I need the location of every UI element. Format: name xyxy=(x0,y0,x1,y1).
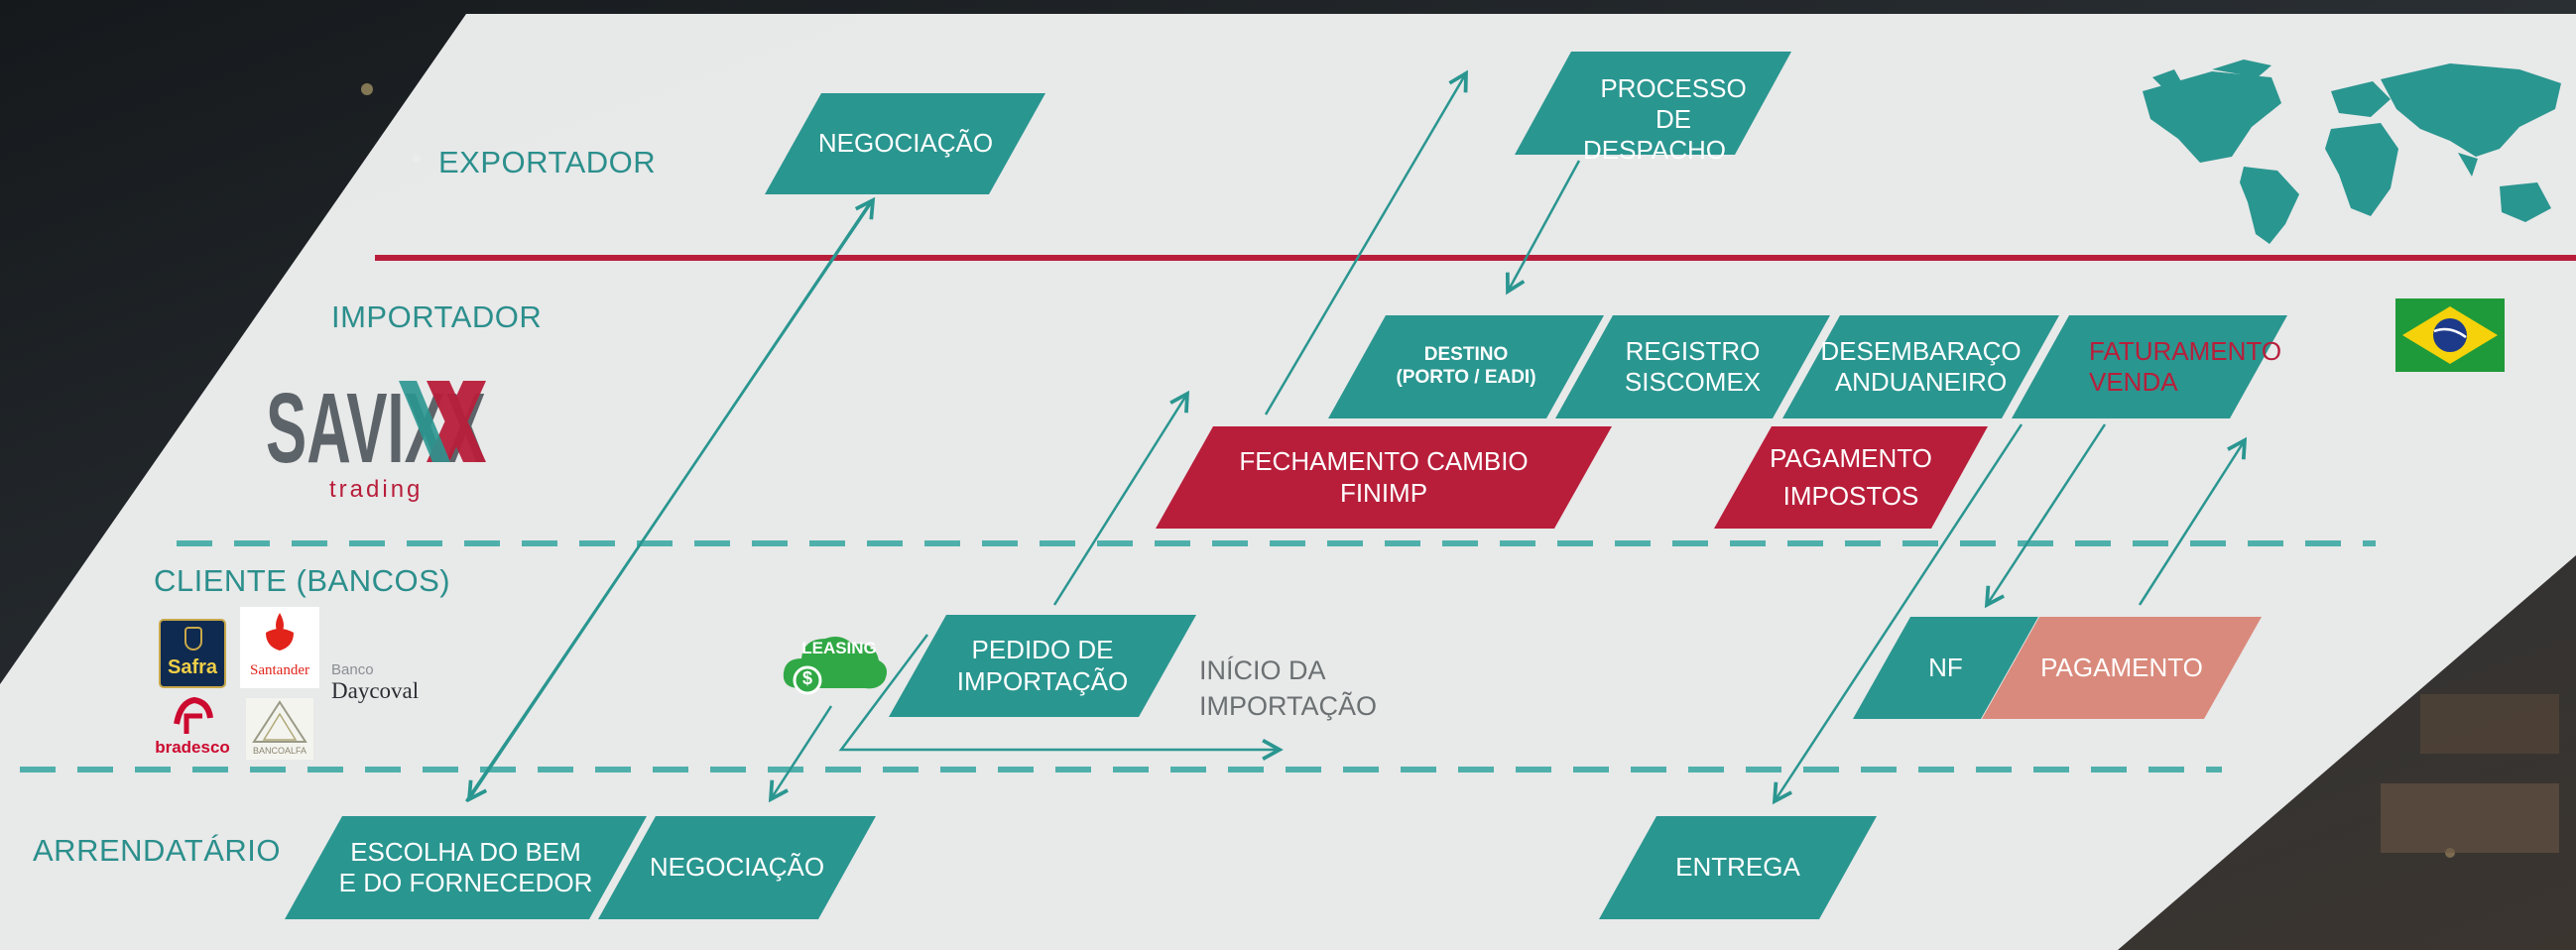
step-processo-despacho: PROCESSO DE DESPACHO xyxy=(1543,73,1764,165)
step-pedido-line2: IMPORTAÇÃO xyxy=(956,665,1129,696)
shape-pagamento-impostos xyxy=(1714,426,1988,529)
shape-negociacao-exportador xyxy=(765,93,1045,194)
note-inicio-line1: INÍCIO DA xyxy=(1199,655,1326,685)
shape-destino xyxy=(1328,315,1604,418)
step-pagamento-impostos-line2: IMPOSTOS xyxy=(1782,480,1919,511)
bank-logo-safra: Safra xyxy=(159,619,226,688)
bank-logo-bradesco: bradesco xyxy=(153,694,232,760)
savixx-logo: SAVIXX trading xyxy=(266,367,494,506)
step-desembaraco-line2: ANDUANEIRO xyxy=(1834,367,2008,397)
shape-pedido xyxy=(889,615,1196,717)
step-entrega-label: ENTREGA xyxy=(1675,852,1800,883)
arrow-inicio-importacao xyxy=(838,634,1280,750)
step-pagamento-impostos-line1: PAGAMENTO xyxy=(1770,442,1932,473)
bank-label-santander: Santander xyxy=(250,662,309,678)
leasing-badge: LEASING $ xyxy=(780,629,891,704)
step-escolha-line2: E DO FORNECEDOR xyxy=(338,868,593,897)
note-inicio-importacao: INÍCIO DA IMPORTAÇÃO xyxy=(1199,653,1377,725)
step-faturamento-line1: FATURAMENTO xyxy=(2089,335,2282,366)
step-destino-line1: DESTINO xyxy=(1423,344,1509,366)
arrow-despacho-to-destino xyxy=(1508,160,1581,292)
step-destino-line2: (PORTO / EADI) xyxy=(1396,367,1536,388)
step-escolha: ESCOLHA DO BEM E DO FORNECEDOR xyxy=(313,816,618,919)
shape-nf xyxy=(1853,617,2038,719)
step-negociacao-arrendatario-label: NEGOCIAÇÃO xyxy=(649,852,825,883)
bank-label-bradesco: bradesco xyxy=(155,738,230,757)
lane-label-importador: IMPORTADOR xyxy=(331,299,543,334)
step-desembaraco-line1: DESEMBARAÇO xyxy=(1820,335,2022,366)
shape-entrega xyxy=(1599,816,1877,919)
shape-faturamento xyxy=(2012,315,2287,418)
step-pagamento: PAGAMENTO xyxy=(2011,617,2233,719)
shape-processo-despacho xyxy=(1515,52,1791,155)
arrow-fechamento-to-exportador xyxy=(1264,73,1466,416)
bank-label-banco: Banco xyxy=(331,661,374,678)
step-pagamento-impostos: PAGAMENTO IMPOSTOS xyxy=(1743,426,1959,529)
bank-logo-daycoval: Banco Daycoval xyxy=(331,662,442,706)
step-fechamento-line2: FINIMP xyxy=(1339,477,1428,508)
bank-logo-alfa: BANCOALFA xyxy=(246,698,313,760)
arrow-pagamento-to-faturamento xyxy=(2138,440,2245,606)
bank-logo-santander: Santander xyxy=(240,607,319,688)
safra-crest-icon xyxy=(184,627,202,651)
lane-label-exportador: EXPORTADOR xyxy=(438,145,657,179)
step-negociacao-exportador: NEGOCIAÇÃO xyxy=(794,93,1018,194)
leasing-dollar-icon: $ xyxy=(801,668,812,688)
shape-fechamento xyxy=(1156,426,1612,529)
step-registro: REGISTRO SISCOMEX xyxy=(1584,315,1801,418)
step-processo-despacho-line1: PROCESSO DE xyxy=(1600,73,1747,135)
bank-label-safra: Safra xyxy=(167,656,218,678)
lane-label-cliente: CLIENTE (BANCOS) xyxy=(154,563,451,598)
step-registro-line1: REGISTRO xyxy=(1625,335,1761,366)
arrow-pedido-to-fechamento xyxy=(1052,394,1187,606)
bank-label-daycoval: Daycoval xyxy=(331,678,420,703)
arrow-desembaraco-to-entrega xyxy=(1775,423,2024,801)
step-nf-label: NF xyxy=(1928,652,1963,682)
shape-pagamento xyxy=(1982,617,2262,719)
step-pagamento-label: PAGAMENTO xyxy=(2040,652,2203,682)
note-inicio-line2: IMPORTAÇÃO xyxy=(1199,691,1378,722)
step-pedido-line1: PEDIDO DE xyxy=(971,635,1114,665)
arrow-faturamento-to-nf xyxy=(1987,423,2107,605)
savixx-logo-subtitle: trading xyxy=(329,476,424,503)
step-fechamento: FECHAMENTO CAMBIO FINIMP xyxy=(1184,426,1583,529)
step-entrega: ENTREGA xyxy=(1628,816,1848,919)
step-fechamento-line1: FECHAMENTO CAMBIO xyxy=(1239,446,1529,477)
leasing-cloud-icon xyxy=(783,637,887,695)
step-escolha-line1: ESCOLHA DO BEM xyxy=(350,836,581,867)
step-faturamento: FATURAMENTO VENDA xyxy=(2053,315,2281,418)
bradesco-tree-icon xyxy=(174,696,213,734)
step-registro-line2: SISCOMEX xyxy=(1624,367,1762,397)
alfa-triangle-icon xyxy=(252,700,307,743)
step-negociacao-arrendatario: NEGOCIAÇÃO xyxy=(627,816,847,919)
shape-desembaraco xyxy=(1782,315,2059,418)
bank-label-alfa: BANCOALFA xyxy=(252,746,307,756)
shape-escolha xyxy=(285,816,647,919)
step-destino: DESTINO (PORTO / EADI) xyxy=(1357,315,1575,418)
arrow-leasing-to-negociacao xyxy=(771,705,833,799)
arrow-escolha-back xyxy=(469,203,871,799)
leasing-label: LEASING xyxy=(801,639,877,657)
step-pedido: PEDIDO DE IMPORTAÇÃO xyxy=(918,615,1167,717)
savixx-x-teal xyxy=(399,381,450,462)
lane-label-arrendatario: ARRENDATÁRIO xyxy=(33,833,282,868)
savixx-logo-mark: SAVIXX xyxy=(266,373,486,484)
santander-flame-icon xyxy=(266,613,294,651)
step-negociacao-exportador-label: NEGOCIAÇÃO xyxy=(817,128,994,159)
shape-negociacao-arrendatario xyxy=(598,816,876,919)
step-faturamento-line2: VENDA xyxy=(2089,367,2178,397)
step-nf: NF xyxy=(1882,617,2010,719)
shape-registro xyxy=(1555,315,1830,418)
step-processo-despacho-line2: DESPACHO xyxy=(1583,135,1726,166)
step-desembaraco: DESEMBARAÇO ANDUANEIRO xyxy=(1811,315,2030,418)
